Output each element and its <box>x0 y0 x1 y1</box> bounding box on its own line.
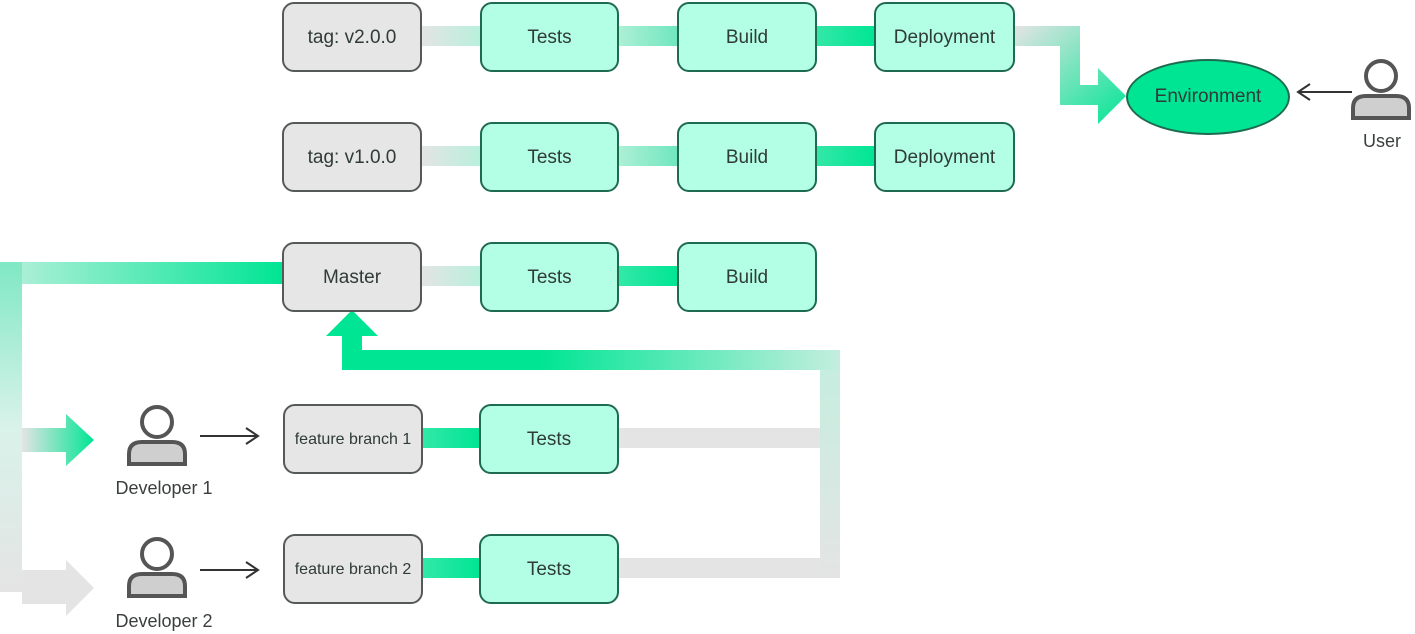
connector <box>618 266 678 286</box>
person-icon <box>127 405 187 466</box>
tests-step[interactable]: Tests <box>479 404 619 474</box>
connector <box>422 558 480 578</box>
deployment-label: Deployment <box>893 26 996 48</box>
build-label: Build <box>725 146 769 168</box>
tests-step[interactable]: Tests <box>479 534 619 604</box>
connector <box>816 146 876 166</box>
person-icon <box>127 537 187 598</box>
deployment-step[interactable]: Deployment <box>874 122 1015 192</box>
build-label: Build <box>725 26 769 48</box>
developer-1-label: Developer 1 <box>115 478 213 498</box>
tests-step[interactable]: Tests <box>480 242 619 312</box>
build-step[interactable]: Build <box>677 242 817 312</box>
person-icon <box>1351 59 1411 120</box>
deploy-to-environment-arrow <box>1014 26 1126 124</box>
top-return-line <box>342 350 840 370</box>
developer-2-label: Developer 2 <box>115 611 213 631</box>
tests1-to-right-line <box>618 428 840 448</box>
tests-label: Tests <box>527 266 572 288</box>
environment-node[interactable]: Environment <box>1126 59 1290 135</box>
user-label: User <box>1362 131 1401 151</box>
tests-label: Tests <box>526 558 572 580</box>
connector <box>422 266 480 286</box>
environment-label: Environment <box>1154 86 1262 107</box>
up-arrow-to-master-icon <box>326 310 378 370</box>
master-to-left-line <box>0 262 283 284</box>
master-label: Master <box>322 266 382 288</box>
arrow-left-icon <box>1296 83 1352 101</box>
arrow-right-icon <box>200 561 260 579</box>
connector <box>422 146 480 166</box>
tag-v1-source[interactable]: tag: v1.0.0 <box>282 122 422 192</box>
tag-v1-label: tag: v1.0.0 <box>307 146 397 168</box>
tests-step[interactable]: Tests <box>480 2 619 72</box>
feature-branch-2[interactable]: feature branch 2 <box>283 534 423 604</box>
connector <box>618 26 678 46</box>
tests-label: Tests <box>526 428 572 450</box>
tests-step[interactable]: Tests <box>480 122 619 192</box>
build-step[interactable]: Build <box>677 122 817 192</box>
right-vertical-line <box>820 350 840 578</box>
arrow-to-developer2-icon <box>22 560 94 616</box>
arrow-right-icon <box>200 427 260 445</box>
build-step[interactable]: Build <box>677 2 817 72</box>
deployment-label: Deployment <box>893 146 996 168</box>
feature-branch-2-label: feature branch 2 <box>294 560 412 578</box>
tests-label: Tests <box>527 146 572 168</box>
connector <box>816 26 876 46</box>
connector <box>422 428 480 448</box>
tests-label: Tests <box>527 26 572 48</box>
tag-v2-label: tag: v2.0.0 <box>307 26 397 48</box>
tests2-to-right-line <box>618 558 840 578</box>
build-label: Build <box>725 266 769 288</box>
connector <box>618 146 678 166</box>
master-source[interactable]: Master <box>282 242 422 312</box>
tag-v2-source[interactable]: tag: v2.0.0 <box>282 2 422 72</box>
feature-branch-1-label: feature branch 1 <box>294 430 412 448</box>
feature-branch-1[interactable]: feature branch 1 <box>283 404 423 474</box>
arrow-to-developer1-icon <box>22 414 94 466</box>
deployment-step[interactable]: Deployment <box>874 2 1015 72</box>
connector <box>422 26 480 46</box>
left-vertical-line <box>0 262 22 592</box>
